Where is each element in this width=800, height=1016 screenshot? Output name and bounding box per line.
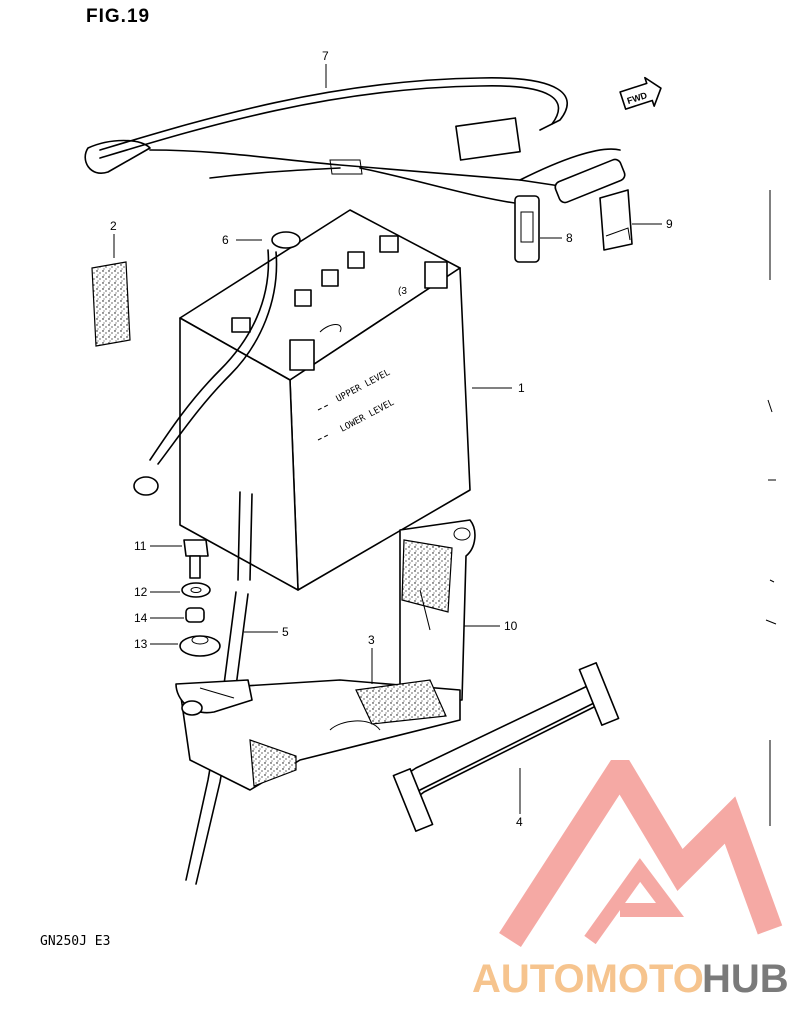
model-code-label: GN250J E3 (40, 934, 111, 949)
battery-part-1[interactable]: (3 UPPER LEVEL LOWER LEVEL (179, 209, 471, 591)
fuse-cover-part-9[interactable] (599, 189, 633, 251)
svg-text:(3: (3 (398, 286, 407, 297)
bolt-part-11[interactable] (183, 539, 209, 579)
fuse-holder-part-8[interactable] (514, 195, 540, 263)
washer-part-12[interactable] (181, 582, 211, 598)
scan-edge-marks (765, 190, 777, 826)
callout-7: 7 (322, 49, 329, 63)
callout-10: 10 (504, 619, 518, 633)
callout-6: 6 (222, 233, 229, 247)
figure-title: FIG.19 (86, 6, 151, 27)
callout-3: 3 (368, 633, 375, 647)
battery-case-part-3[interactable] (175, 679, 461, 791)
callout-1: 1 (518, 381, 525, 395)
callout-12: 12 (134, 585, 148, 599)
cushion-part-13[interactable] (179, 635, 221, 657)
battery-pad-part-2[interactable] (91, 261, 131, 347)
battery-band-part-4[interactable] (392, 662, 620, 832)
battery-lead-part-6[interactable] (133, 231, 301, 496)
callout-13: 13 (134, 637, 148, 651)
wiring-harness-part-7[interactable] (84, 77, 626, 206)
nut-part-14[interactable] (185, 607, 205, 623)
callout-5: 5 (282, 625, 289, 639)
forward-direction-arrow-icon: FWD (619, 76, 662, 110)
callout-14: 14 (134, 611, 148, 625)
automotohub-watermark-logo: AUTOMOTO HUB (472, 760, 789, 1001)
callout-11: 11 (134, 539, 147, 553)
battery-holder-part-10[interactable] (399, 519, 476, 701)
watermark-text-accent: HUB (702, 957, 789, 1001)
callout-2: 2 (110, 219, 117, 233)
watermark-text-primary: AUTOMOTO (472, 957, 704, 1001)
callout-8: 8 (566, 231, 573, 245)
callout-9: 9 (666, 217, 673, 231)
callout-4: 4 (516, 815, 523, 829)
